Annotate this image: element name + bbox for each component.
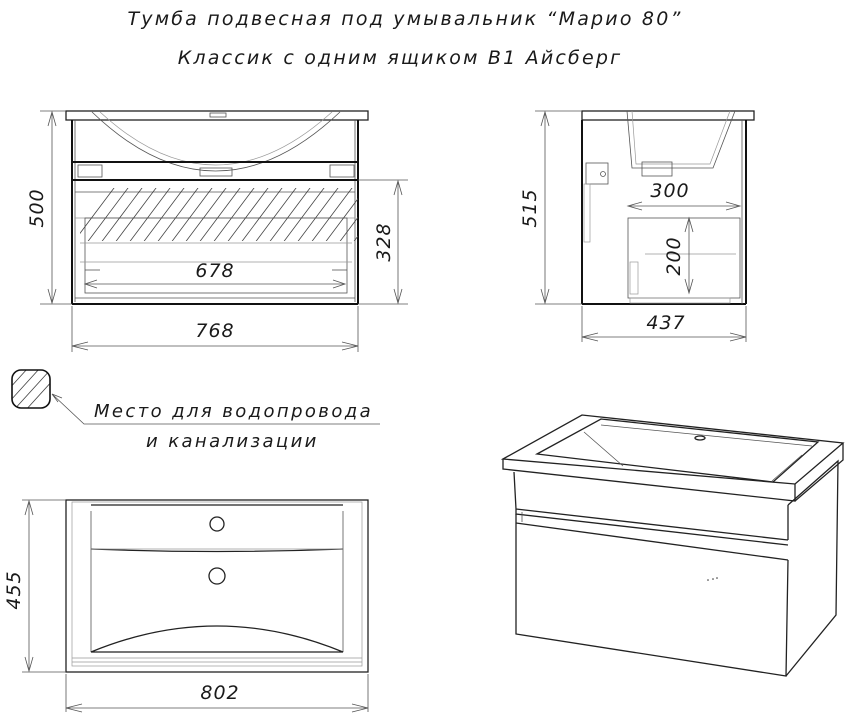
title-line-2: Классик с одним ящиком B1 Айсберг xyxy=(178,47,623,69)
dim-drawer-height: 328 xyxy=(373,222,395,261)
legend: Место для водопровода и канализации xyxy=(11,369,380,452)
drawing-title: Тумба подвесная под умывальник “Марио 80… xyxy=(127,8,682,69)
dim-width-802: 802 xyxy=(200,682,239,704)
dim-height-515: 515 xyxy=(519,188,541,227)
dim-inner-width: 678 xyxy=(195,260,234,282)
top-view: 455 802 xyxy=(3,499,369,713)
title-line-1: Тумба подвесная под умывальник “Марио 80… xyxy=(127,8,682,30)
side-view: 300 200 515 437 xyxy=(519,110,755,342)
dim-drawer-depth: 300 xyxy=(650,180,689,202)
dim-drawer-inner-height: 200 xyxy=(663,236,685,275)
hatched-zone xyxy=(80,188,358,241)
hatched-rounded-square-icon xyxy=(11,369,51,409)
dim-height-500: 500 xyxy=(26,188,48,227)
dim-depth-437: 437 xyxy=(646,312,685,334)
dim-width-768: 768 xyxy=(195,320,234,342)
front-view: 678 500 328 768 xyxy=(26,110,408,352)
isometric-view xyxy=(500,414,845,677)
dim-depth-455: 455 xyxy=(3,570,25,609)
legend-line-2: и канализации xyxy=(146,431,319,452)
legend-line-1: Место для водопровода xyxy=(94,401,373,422)
